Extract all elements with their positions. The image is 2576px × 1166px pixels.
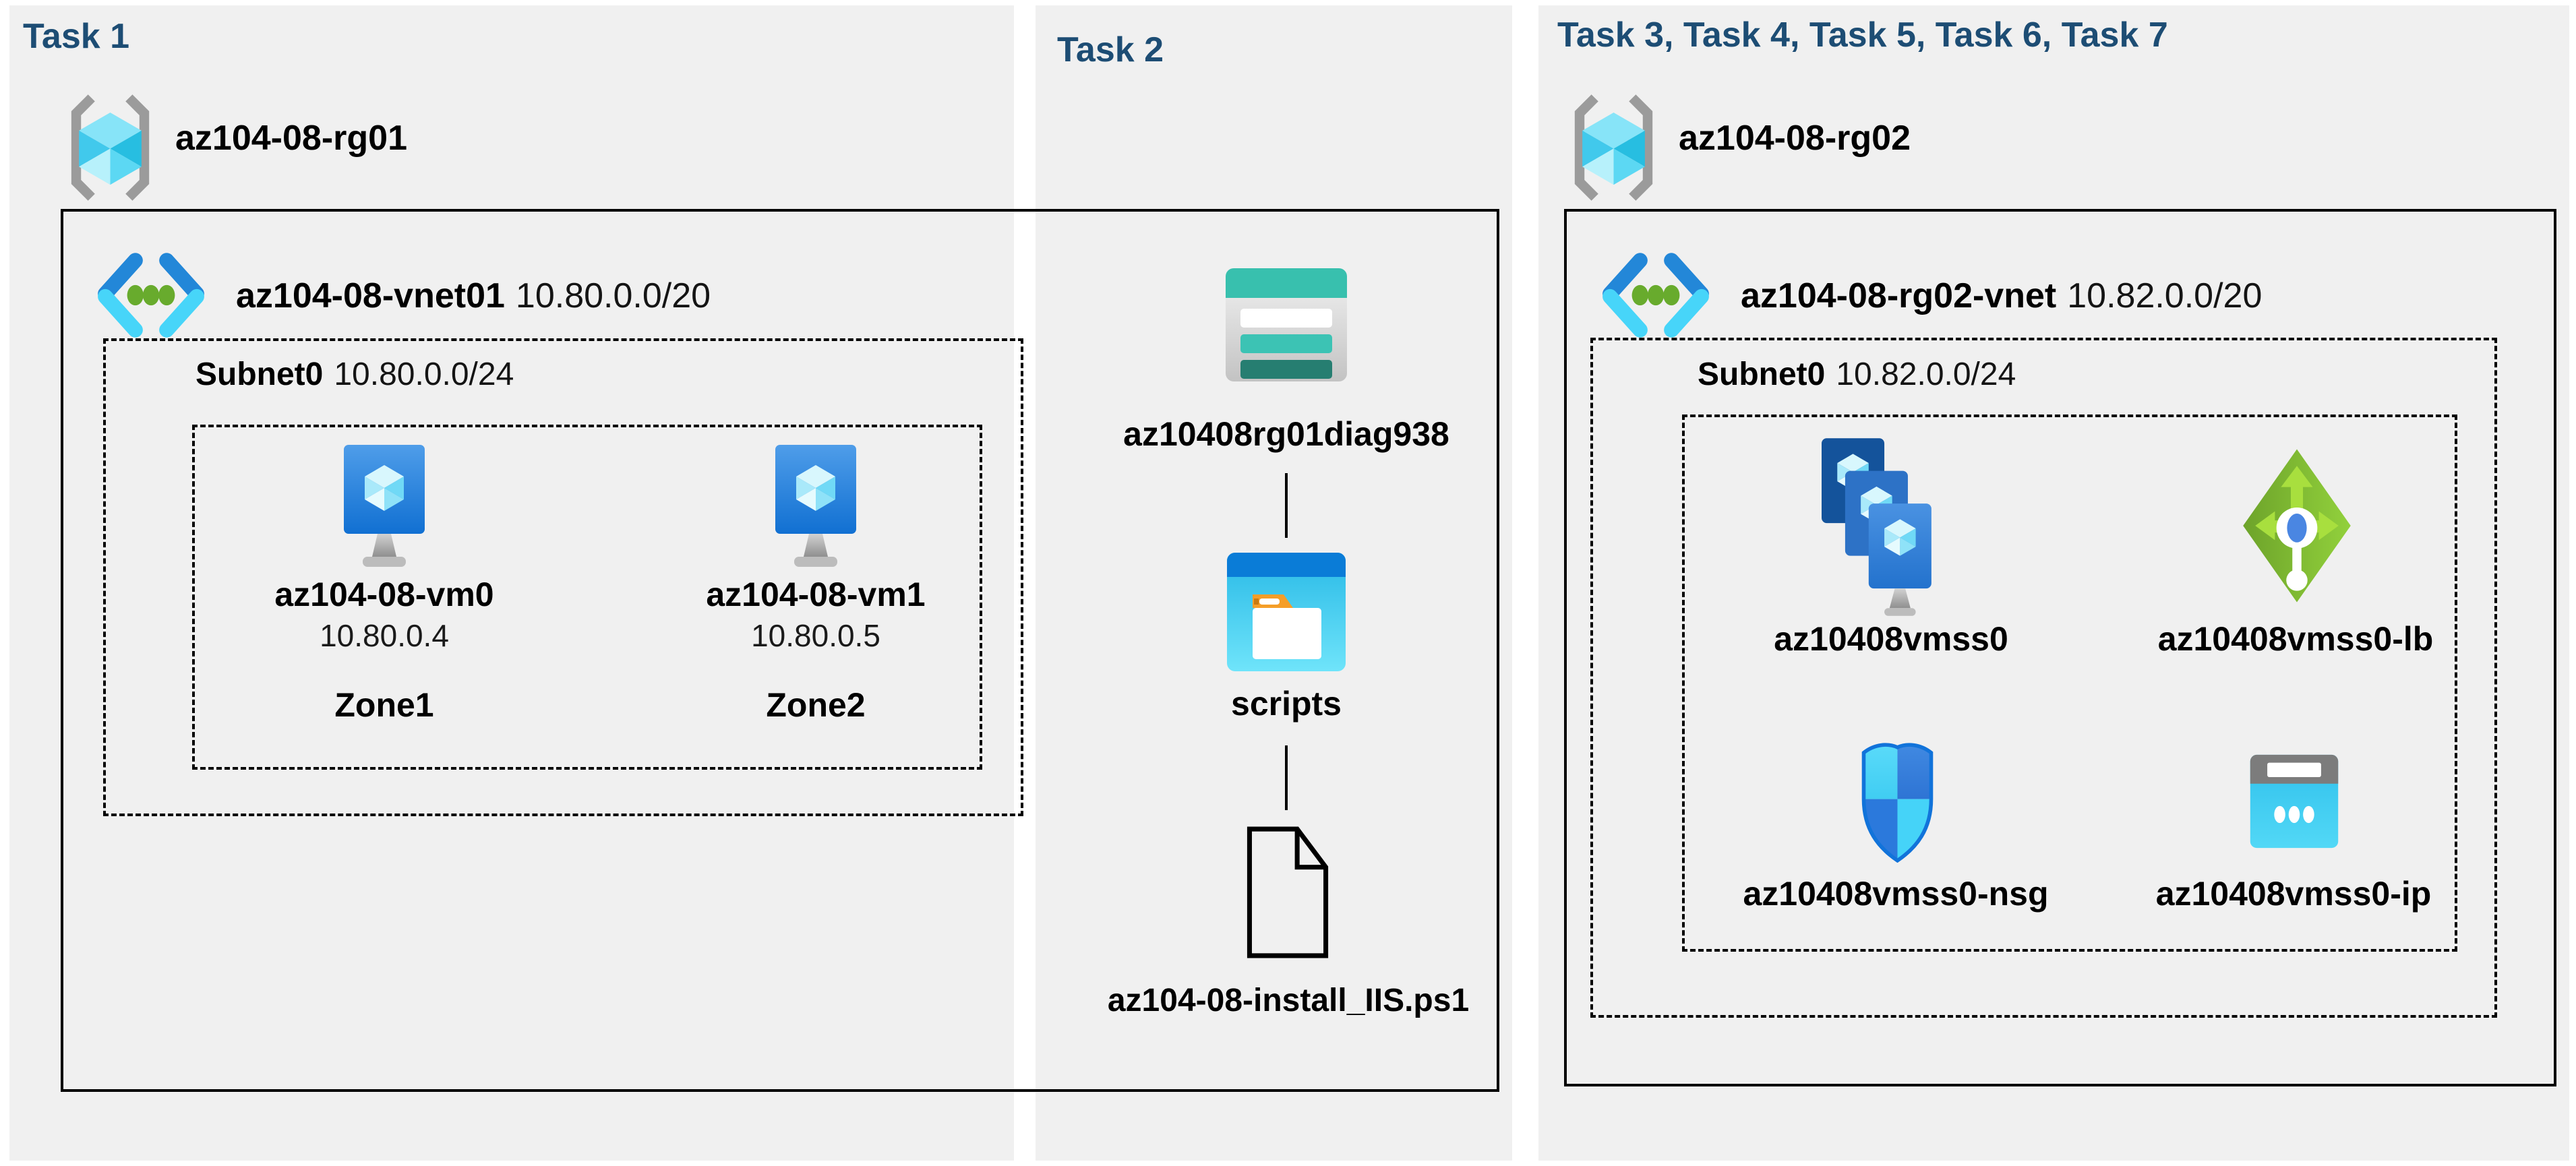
network-security-group-icon <box>1855 739 1940 865</box>
virtual-network-icon <box>1598 244 1714 346</box>
vm-ip: 10.80.0.5 <box>751 618 880 653</box>
task3-title: Task 3, Task 4, Task 5, Task 6, Task 7 <box>1557 16 2168 55</box>
connector-line <box>1285 745 1288 810</box>
vm-scale-set-icon <box>1822 438 1950 616</box>
subnet-name: Subnet0 <box>196 357 324 392</box>
virtual-network-icon <box>93 244 209 346</box>
resource-name: az10408vmss0-ip <box>2155 875 2432 913</box>
resource-name: az10408vmss0-nsg <box>1743 875 2049 913</box>
connector-line <box>1285 473 1288 538</box>
vnet-name: az104-08-rg02-vnet 10.82.0.0/20 <box>1741 278 2262 315</box>
load-balancer-icon <box>2240 446 2354 605</box>
vm-name: az104-08-vm1 <box>706 576 926 613</box>
storage-account-name: az10408rg01diag938 <box>1123 415 1449 453</box>
task2-title: Task 2 <box>1057 30 1164 69</box>
panel-task1 <box>9 5 1014 1161</box>
vm-ip: 10.80.0.4 <box>320 618 449 653</box>
subnet-box <box>1590 338 2497 1018</box>
vm-zone: Zone2 <box>766 686 866 724</box>
task1-title: Task 1 <box>23 17 130 56</box>
container-name: scripts <box>1231 685 1342 723</box>
vmss-group-box <box>1682 415 2457 952</box>
resource-group-icon <box>58 90 162 205</box>
vnet2-boundary-box <box>1564 209 2556 1086</box>
subnet-box <box>103 338 1023 816</box>
virtual-machine-icon <box>344 445 425 570</box>
subnet-label: Subnet0 10.80.0.0/24 <box>196 356 514 393</box>
subnet-label: Subnet0 10.82.0.0/24 <box>1698 356 2016 393</box>
vnet1-boundary-box <box>61 209 1499 1092</box>
vnet-name-text: az104-08-vnet01 <box>236 276 505 315</box>
blob-container-icon <box>1227 553 1346 671</box>
subnet-cidr: 10.82.0.0/24 <box>1836 357 2016 392</box>
storage-account-icon <box>1226 264 1347 386</box>
resource-group-name: az104-08-rg01 <box>175 119 407 158</box>
public-ip-icon <box>2245 752 2343 851</box>
virtual-machine-icon <box>775 445 856 570</box>
panel-task3 <box>1538 5 2569 1161</box>
resource-group-icon <box>1561 90 1666 205</box>
resource-name: az10408vmss0-lb <box>2157 620 2434 658</box>
script-file-name: az104-08-install_IIS.ps1 <box>1107 983 1470 1018</box>
resource-name: az10408vmss0 <box>1774 620 2008 658</box>
subnet-name: Subnet0 <box>1698 357 1826 392</box>
resource-group-name: az104-08-rg02 <box>1679 119 1911 158</box>
script-file-icon <box>1245 825 1330 960</box>
vm-zone: Zone1 <box>334 686 434 724</box>
vnet-cidr: 10.82.0.0/20 <box>2067 276 2263 315</box>
vm-name: az104-08-vm0 <box>274 576 494 613</box>
subnet-cidr: 10.80.0.0/24 <box>334 357 514 392</box>
vm-group-box <box>192 425 982 770</box>
vnet-name-text: az104-08-rg02-vnet <box>1741 276 2057 315</box>
vnet-name: az104-08-vnet01 10.80.0.0/20 <box>236 278 711 315</box>
vnet-cidr: 10.80.0.0/20 <box>515 276 711 315</box>
